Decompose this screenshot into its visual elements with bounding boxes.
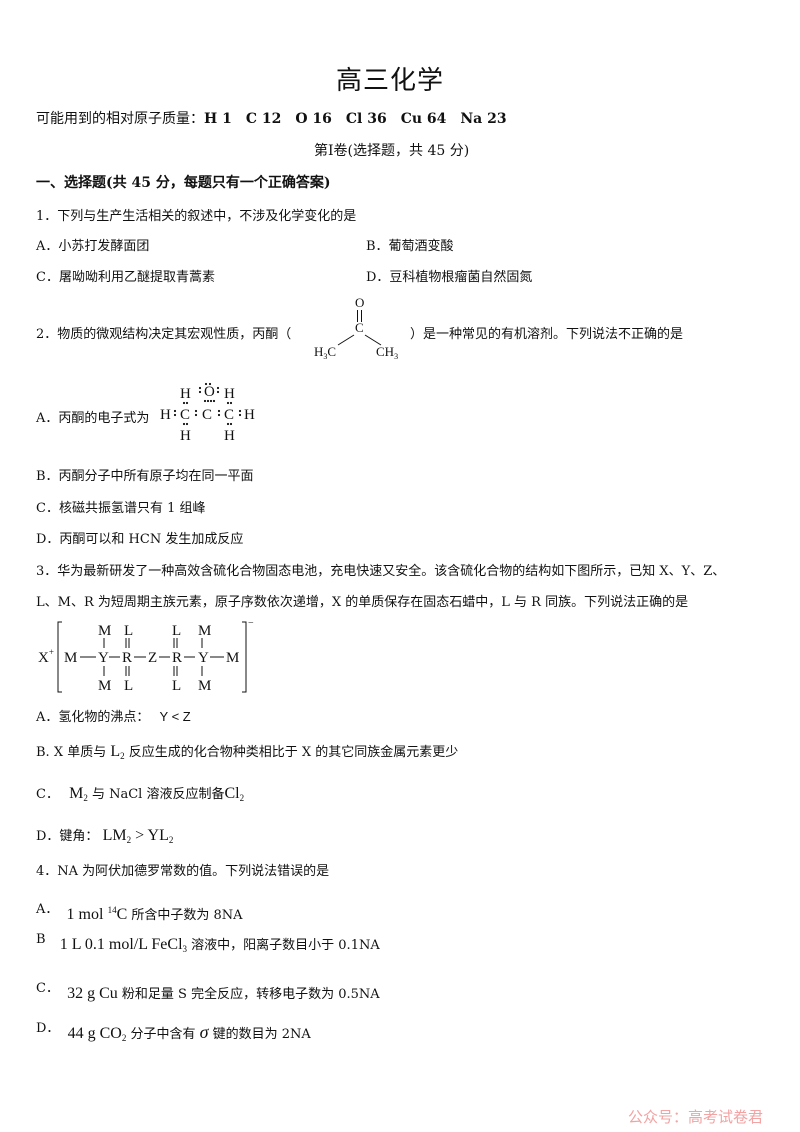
- svg-text:M: M: [226, 650, 239, 666]
- svg-text:R: R: [122, 650, 132, 666]
- q1-stem: 1．下列与生产生活相关的叙述中，不涉及化学变化的是: [36, 209, 357, 224]
- q4-option-d-quantity-text: 44 g CO: [67, 1025, 122, 1042]
- svg-text:H: H: [160, 407, 171, 423]
- q1-option-d: D．豆科植物根瘤菌自然固氮: [366, 270, 533, 285]
- q3-option-c-label: C．: [36, 787, 59, 802]
- q4-option-d: D． 44 g CO2 分子中含有 σ 键的数目为 2NA: [36, 1017, 311, 1043]
- q2-option-d: D．丙酮可以和 HCN 发生加成反应: [36, 532, 244, 547]
- q4-option-a-text: 所含中子数为 8NA: [131, 908, 243, 923]
- q1-option-c: C．屠呦呦利用乙醚提取青蒿素: [36, 270, 215, 285]
- q3-option-c: C． M2 与 NaCl 溶液反应制备Cl2: [36, 783, 244, 803]
- watermark: 公众号：高考试卷君: [628, 1108, 764, 1126]
- acetone-structure: O C H3C CH3: [314, 295, 398, 361]
- formula-carbon-14: 14C: [107, 905, 128, 923]
- q4-option-d-label: D．: [36, 1021, 60, 1036]
- svg-text:−: −: [248, 618, 254, 629]
- atomic-masses-values: H 1 C 12 O 16 Cl 36 Cu 64 Na 23: [204, 111, 507, 127]
- svg-text:Z: Z: [148, 650, 157, 666]
- svg-text:O: O: [355, 295, 364, 310]
- svg-text:L: L: [172, 678, 181, 694]
- q4-option-a-label: A．: [36, 902, 59, 917]
- svg-text:X+: X+: [38, 647, 54, 666]
- formula-Cl2: Cl2: [224, 785, 245, 803]
- svg-text:M: M: [98, 623, 111, 639]
- q1-option-b: B．葡萄酒变酸: [366, 239, 454, 254]
- q3-option-b-rest: 反应生成的化合物种类相比于 X 的其它同族金属元素更少: [128, 745, 459, 760]
- svg-text:C: C: [224, 407, 234, 423]
- q4-option-c: C． 32 g Cu 粉和足量 S 完全反应，转移电子数为 0.5NA: [36, 977, 380, 1003]
- svg-text:Y: Y: [198, 650, 209, 666]
- q2-stem-end: ）是一种常见的有机溶剂。下列说法不正确的是: [410, 327, 684, 342]
- svg-text:R: R: [172, 650, 182, 666]
- q4-option-a: A． 1 mol 14C 所含中子数为 8NA: [36, 898, 243, 924]
- q4-option-c-quantity: 32 g Cu: [67, 985, 118, 1002]
- q3-option-a-text: A．氢化物的沸点：: [36, 710, 150, 725]
- q2-stem-start: 2．物质的微观结构决定其宏观性质，丙酮（: [36, 327, 292, 342]
- svg-text:H: H: [180, 386, 191, 402]
- q3-stem-line2: L、M、R 为短周期主族元素，原子序数依次递增，X 的单质保存在固态石蜡中，L …: [36, 595, 689, 610]
- svg-text:M: M: [198, 623, 211, 639]
- q4-option-b-text: 溶液中，阳离子数目小于 0.1NA: [191, 938, 380, 953]
- formula-L2: L2: [110, 743, 125, 761]
- q4-option-d-text: 分子中含有: [130, 1027, 196, 1042]
- svg-text:Y: Y: [98, 650, 109, 666]
- svg-text:C: C: [180, 407, 190, 423]
- q2-option-b: B．丙酮分子中所有原子均在同一平面: [36, 469, 254, 484]
- q4-option-b-quantity: 1 L 0.1 mol/L FeCl3: [59, 936, 188, 954]
- q4-option-d-quantity: 44 g CO2: [67, 1025, 127, 1043]
- q4-option-c-text: 粉和足量 S 完全反应，转移电子数为 0.5NA: [121, 987, 380, 1002]
- atomic-masses-label: 可能用到的相对原子质量：: [36, 111, 204, 127]
- svg-text:H: H: [180, 428, 191, 444]
- atomic-masses: 可能用到的相对原子质量：H 1 C 12 O 16 Cl 36 Cu 64 Na…: [36, 108, 507, 128]
- svg-text:M: M: [64, 650, 77, 666]
- page-title: 高三化学: [336, 66, 445, 96]
- q4-option-b-label: B: [36, 932, 46, 947]
- q3-option-b-text: B. X 单质与: [36, 745, 107, 760]
- q3-option-d: D．键角： LM2 > YL2: [36, 825, 173, 845]
- svg-text:H3C: H3C: [314, 344, 336, 361]
- q3-option-c-text: 与 NaCl 溶液反应制备: [91, 787, 225, 802]
- svg-text:M: M: [98, 678, 111, 694]
- svg-text:O: O: [204, 384, 215, 400]
- q4-option-b-quantity-text: 1 L 0.1 mol/L FeCl: [59, 936, 183, 953]
- q4-option-c-label: C．: [36, 981, 59, 996]
- q3-option-a: A．氢化物的沸点： Y < Z: [36, 706, 191, 725]
- volume-heading: 第Ⅰ卷(选择题，共 45 分): [314, 143, 470, 159]
- svg-text:H: H: [244, 407, 255, 423]
- q4-option-d-rest: 键的数目为 2NA: [212, 1027, 311, 1042]
- svg-text:L: L: [172, 623, 181, 639]
- svg-text:M: M: [198, 678, 211, 694]
- q2-option-c: C．核磁共振氢谱只有 1 组峰: [36, 501, 206, 516]
- sigma-symbol: σ: [199, 1022, 209, 1042]
- q3-option-b: B. X 单质与 L2 反应生成的化合物种类相比于 X 的其它同族金属元素更少: [36, 741, 458, 761]
- formula-M2: M2: [69, 785, 88, 803]
- svg-text:L: L: [124, 678, 133, 694]
- q1-option-a: A．小苏打发酵面团: [36, 239, 150, 254]
- q4-option-b: B 1 L 0.1 mol/L FeCl3 溶液中，阳离子数目小于 0.1NA: [36, 932, 380, 954]
- svg-text:H: H: [224, 428, 235, 444]
- svg-text:C: C: [355, 320, 364, 335]
- q4-stem: 4．NA 为阿伏加德罗常数的值。下列说法错误的是: [36, 864, 330, 879]
- q3-option-a-math: Y < Z: [159, 709, 191, 724]
- svg-text:C: C: [202, 407, 212, 423]
- section-heading: 一、选择题(共 45 分，每题只有一个正确答案): [36, 175, 331, 191]
- q3-stem-line1: 3．华为最新研发了一种高效含硫化合物固态电池，充电快速又安全。该含硫化合物的结构…: [36, 564, 726, 579]
- q3-option-d-label: D．键角：: [36, 829, 99, 844]
- svg-text:CH3: CH3: [376, 344, 398, 361]
- formula-bond-angle: LM2 > YL2: [102, 827, 174, 845]
- svg-text:L: L: [124, 623, 133, 639]
- q4-option-a-quantity: 1 mol: [66, 906, 104, 923]
- svg-text:H: H: [224, 386, 235, 402]
- q2-option-a: A．丙酮的电子式为: [36, 411, 150, 426]
